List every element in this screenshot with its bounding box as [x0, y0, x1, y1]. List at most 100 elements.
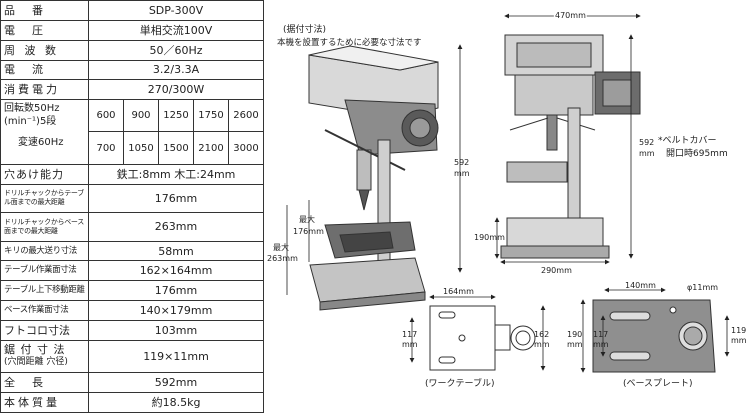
install-note-title: (据付寸法) — [283, 23, 326, 35]
spec-value: 176mm — [87, 280, 265, 302]
spec-label: 品 番 — [0, 0, 89, 21]
spec-label: キリの最大送り寸法 — [0, 240, 89, 262]
spec-value: 約18.5kg — [87, 391, 265, 413]
dim-290: 290mm — [541, 266, 572, 275]
dim-592b-unit: mm — [639, 149, 655, 158]
dim-162-unit: mm — [534, 340, 550, 349]
work-table-drawing — [429, 305, 536, 371]
spec-value: 50／60Hz — [87, 39, 265, 61]
speed-label-line2: (min⁻¹)5段 — [4, 116, 57, 128]
spec-label: 穴あけ能力 — [0, 163, 89, 185]
spec-label: ドリルチャックからベース面までの最大距離 — [0, 212, 89, 242]
dim-592b: 592 — [639, 138, 654, 147]
speed-50-cell: 2600 — [227, 99, 265, 133]
spec-label: 電 流 — [0, 59, 89, 81]
install-note-text: 本機を設置するために必要な寸法です — [277, 37, 422, 48]
dimension-drawings: (据付寸法) 本機を設置するために必要な寸法です 最大 176mm 最大 263… — [267, 10, 747, 390]
spec-label: ベース作業面寸法 — [0, 300, 89, 321]
speed-50-cell: 600 — [88, 99, 124, 133]
spec-label: 消費電力 — [0, 79, 89, 101]
dim-470: 470mm — [555, 11, 586, 20]
dim-117b: 117 — [593, 330, 608, 339]
speed-label-line3: 変速60Hz — [18, 137, 64, 149]
spec-value: 176mm — [87, 183, 265, 214]
spec-row-slot: 鋸 付 寸 法 (穴間距離 穴径) 119×11mm — [0, 339, 265, 374]
dim-117-unit: mm — [402, 340, 418, 349]
spec-label: 本体質量 — [0, 391, 89, 413]
spec-row-weight: 本体質量約18.5kg — [0, 391, 265, 413]
drill-press-perspective — [308, 45, 439, 311]
spec-label: テーブル作業面寸法 — [0, 260, 89, 282]
spec-label: 全 長 — [0, 372, 89, 393]
max-label-176: 最大 — [299, 214, 315, 224]
dim-162: 162 — [534, 330, 549, 339]
speed-50-cell: 1750 — [193, 99, 229, 133]
spec-value: 鉄工:8mm 木工:24mm — [87, 163, 265, 185]
dim-190: 190mm — [474, 233, 505, 242]
spec-value: 3.2/3.3A — [87, 59, 265, 81]
dim-592: 592 — [454, 158, 469, 167]
spec-value: 58mm — [87, 240, 265, 262]
dim-592-unit: mm — [454, 169, 470, 178]
spec-value: 119×11mm — [87, 339, 265, 374]
spec-row-voltage: 電 圧単相交流100V — [0, 19, 265, 41]
base-plate-label: (ベースプレート) — [623, 378, 693, 389]
spec-label: 電 圧 — [0, 19, 89, 41]
dim-190b: 190 — [567, 330, 582, 339]
speed-60-cell: 1500 — [158, 131, 194, 165]
slot-label-line2: (穴間距離 穴径) — [4, 357, 68, 368]
spec-label: テーブル上下移動距離 — [0, 280, 89, 302]
speed-60-cell: 2100 — [193, 131, 229, 165]
dim-176: 176mm — [293, 227, 324, 236]
spec-label: ドリルチャックからテーブル面までの最大距離 — [0, 183, 89, 214]
spec-value: 103mm — [87, 320, 265, 341]
speed-60-cell: 700 — [88, 131, 124, 165]
spec-value: 単相交流100V — [87, 19, 265, 41]
spec-value: 270/300W — [87, 79, 265, 101]
speed-60-cell: 3000 — [227, 131, 265, 165]
belt-note-1: *ベルトカバー — [658, 135, 717, 146]
dim-117: 117 — [402, 330, 417, 339]
dim-117b-unit: mm — [593, 340, 609, 349]
dim-119: 119 — [731, 326, 746, 335]
slot-label-line1: 鋸 付 寸 法 — [4, 343, 66, 357]
work-table-label: (ワークテーブル) — [425, 377, 494, 389]
dim-263: 263mm — [267, 254, 298, 263]
spec-row-speed-50: 回転数50Hz (min⁻¹)5段 変速60Hz 600 900 1250 17… — [0, 99, 265, 165]
spec-row-drill: 穴あけ能力鉄工:8mm 木工:24mm — [0, 163, 265, 185]
speed-50-cell: 900 — [123, 99, 159, 133]
max-label-263: 最大 — [273, 242, 289, 252]
spec-value: 162×164mm — [87, 260, 265, 282]
dim-119-unit: mm — [731, 336, 747, 345]
drill-press-front — [500, 34, 641, 259]
speed-50-cell: 1250 — [158, 99, 194, 133]
base-plate-drawing — [592, 299, 716, 373]
spec-value: 140×179mm — [87, 300, 265, 321]
spec-value: 263mm — [87, 212, 265, 242]
dim-164: 164mm — [443, 287, 474, 296]
spec-value: SDP-300V — [87, 0, 265, 21]
spec-row-speed-60: 700 1050 1500 2100 3000 — [1, 131, 265, 165]
spec-value: 592mm — [87, 372, 265, 393]
spec-label: 周 波 数 — [0, 39, 89, 61]
belt-note-2: 開口時695mm — [666, 148, 728, 159]
spec-label-speed: 回転数50Hz (min⁻¹)5段 変速60Hz — [0, 99, 89, 165]
spec-label-slot: 鋸 付 寸 法 (穴間距離 穴径) — [0, 339, 89, 374]
speed-60-cell: 1050 — [123, 131, 159, 165]
spec-label: フトコロ寸法 — [0, 320, 89, 341]
dim-190b-unit: mm — [567, 340, 583, 349]
dim-140: 140mm — [625, 281, 656, 290]
